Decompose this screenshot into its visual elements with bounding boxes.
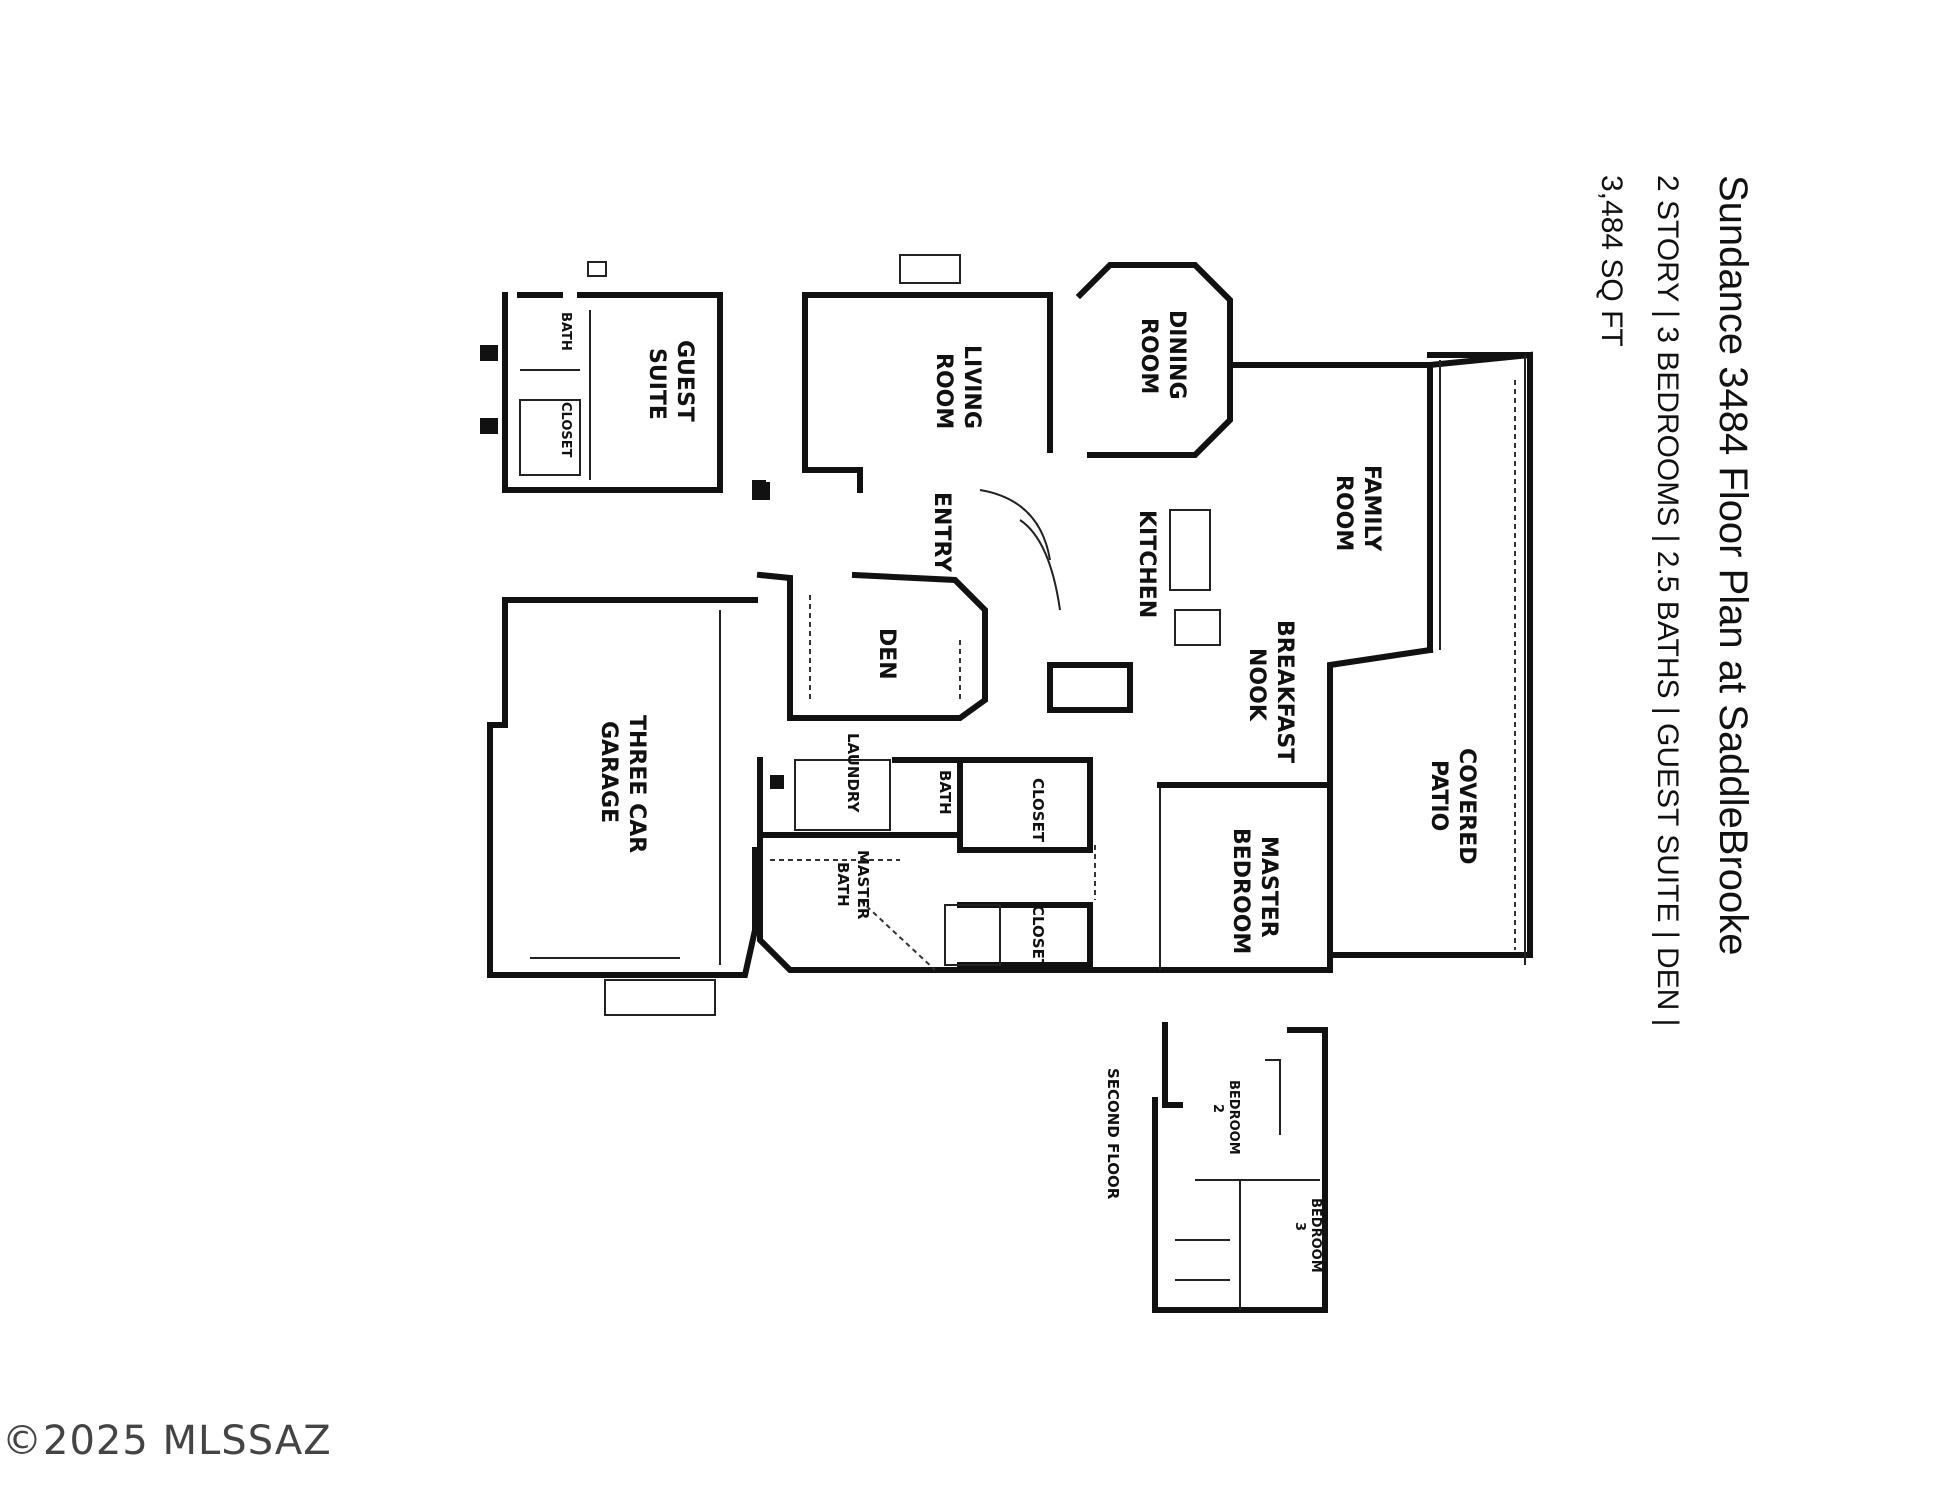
- master-bedroom-label: MASTER BEDROOM: [1228, 828, 1281, 954]
- svg-text:ROOM: ROOM: [931, 353, 956, 429]
- half-bath-label: BATH: [936, 770, 954, 815]
- second-floor-walls: [1152, 1022, 1328, 1313]
- family-room-label: FAMILY ROOM: [1331, 465, 1384, 552]
- plan-features: 2 STORY | 3 BEDROOMS | 2.5 BATHS | GUEST…: [1651, 175, 1684, 1026]
- svg-text:DINING: DINING: [1164, 310, 1189, 400]
- bedroom-2-label: BEDROOM 2: [1210, 1080, 1241, 1155]
- dining-room-label: DINING ROOM: [1136, 310, 1189, 400]
- guest-suite-label: GUEST SUITE: [644, 340, 697, 422]
- mls-watermark: ©2025 MLSSAZ: [2, 1418, 332, 1464]
- entry-label: ENTRY: [929, 492, 954, 573]
- svg-text:2: 2: [1210, 1104, 1225, 1113]
- svg-text:BATH: BATH: [834, 862, 852, 907]
- master-bath-label: MASTER BATH: [834, 850, 872, 920]
- svg-text:COVERED: COVERED: [1454, 748, 1479, 865]
- svg-text:NOOK: NOOK: [1244, 648, 1269, 722]
- svg-text:BEDROOM: BEDROOM: [1228, 828, 1253, 954]
- svg-text:BEDROOM: BEDROOM: [1226, 1080, 1241, 1155]
- svg-text:MASTER: MASTER: [854, 850, 872, 920]
- guest-bath-label: BATH: [558, 312, 573, 351]
- svg-text:FAMILY: FAMILY: [1359, 465, 1384, 552]
- svg-text:BEDROOM: BEDROOM: [1308, 1198, 1323, 1273]
- svg-text:LIVING: LIVING: [959, 345, 984, 429]
- svg-text:SUITE: SUITE: [644, 348, 669, 420]
- plan-header: Sundance 3484 Floor Plan at SaddleBrooke…: [1595, 175, 1755, 1026]
- laundry-label: LAUNDRY: [844, 733, 862, 814]
- den-label: DEN: [874, 628, 899, 680]
- svg-text:ROOM: ROOM: [1331, 475, 1356, 551]
- plan-title: Sundance 3484 Floor Plan at SaddleBrooke: [1711, 175, 1755, 956]
- svg-text:MASTER: MASTER: [1256, 836, 1281, 938]
- three-car-garage-label: THREE CAR GARAGE: [596, 715, 649, 853]
- second-floor-label: SECOND FLOOR: [1104, 1068, 1122, 1200]
- kitchen-label: KITCHEN: [1134, 510, 1159, 618]
- bedroom-3-label: BEDROOM 3: [1292, 1198, 1323, 1273]
- svg-text:ROOM: ROOM: [1136, 318, 1161, 394]
- svg-text:THREE CAR: THREE CAR: [624, 715, 649, 853]
- svg-text:PATIO: PATIO: [1426, 760, 1451, 831]
- living-room-label: LIVING ROOM: [931, 345, 984, 429]
- covered-patio-label: COVERED PATIO: [1426, 748, 1479, 865]
- room-labels: GUEST SUITE BATH CLOSET LIVING ROOM DINI…: [558, 310, 1479, 1273]
- plan-area: 3,484 SQ FT: [1595, 175, 1628, 347]
- main-floor-walls: [480, 254, 1533, 1016]
- svg-text:GARAGE: GARAGE: [596, 721, 621, 823]
- svg-text:GUEST: GUEST: [672, 340, 697, 422]
- breakfast-nook-label: BREAKFAST NOOK: [1244, 620, 1297, 763]
- closet-label-1: CLOSET: [1029, 778, 1047, 843]
- svg-text:3: 3: [1292, 1222, 1307, 1231]
- guest-closet-label: CLOSET: [558, 402, 573, 458]
- closet-label-2: CLOSET: [1029, 905, 1047, 970]
- svg-text:BREAKFAST: BREAKFAST: [1272, 620, 1297, 763]
